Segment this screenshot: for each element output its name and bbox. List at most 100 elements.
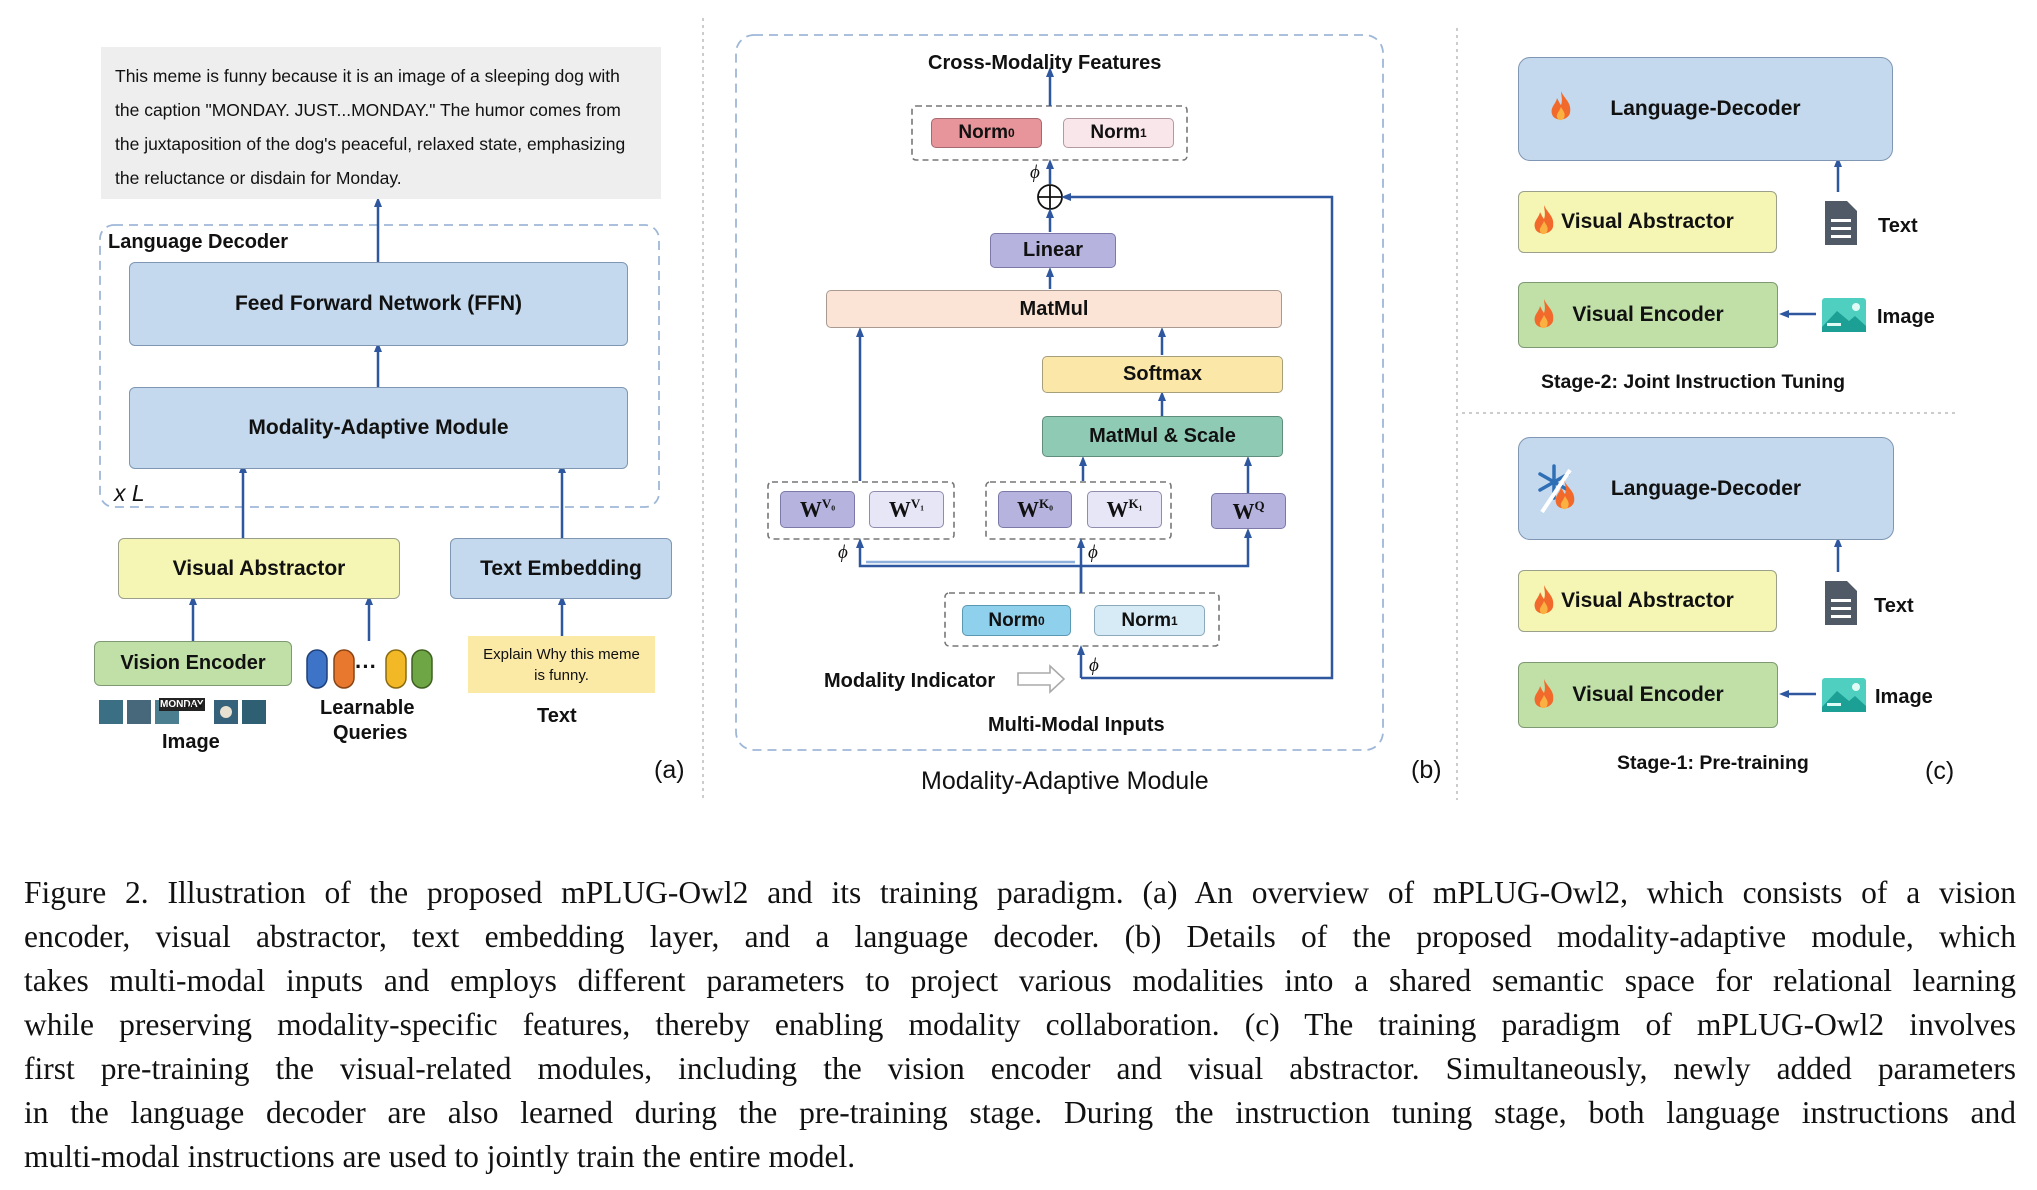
phi-k: ϕ <box>1088 542 1098 563</box>
image-thumb-dog <box>220 706 232 718</box>
image-label: Image <box>162 731 220 753</box>
panel-c-tag: (c) <box>1925 757 1955 785</box>
instruction-text: Explain Why this meme is funny. <box>483 645 640 684</box>
document-icon <box>1822 198 1860 248</box>
s2-image-label: Image <box>1877 306 1935 328</box>
s1-image-label: Image <box>1875 686 1933 708</box>
wq-block: WQ <box>1211 493 1286 529</box>
arrow-norm-to-wv <box>856 538 1083 593</box>
modality-indicator-arrow <box>1017 664 1066 694</box>
linear-block: Linear <box>990 233 1116 268</box>
query-token-green <box>411 649 433 689</box>
fire-icon <box>1545 87 1577 127</box>
caption-line: multi-modal instructions are used to joi… <box>24 1139 856 1174</box>
mam-title: Modality-Adaptive Module <box>921 767 1209 795</box>
caption-line: takes multi-modal inputs and employs dif… <box>24 963 2016 998</box>
input-norm1-sub: 1 <box>1170 613 1178 628</box>
learnable-queries-label-1: Learnable <box>320 697 415 719</box>
image-thumb-5 <box>242 700 266 724</box>
text-label: Text <box>537 705 577 727</box>
image-thumb-2 <box>127 700 151 724</box>
phi-input: ϕ <box>1089 655 1099 676</box>
instruction-text-box: Explain Why this meme is funny. <box>468 636 655 693</box>
panel-a-tag: (a) <box>654 756 685 784</box>
phi-v: ϕ <box>838 542 848 563</box>
caption-line: encoder, visual abstractor, text embeddi… <box>24 919 2016 954</box>
matmul-label: MatMul <box>1019 297 1089 320</box>
query-token-orange <box>333 649 355 689</box>
fire-icon <box>1528 201 1560 241</box>
meme-explanation: This meme is funny because it is an imag… <box>101 47 661 199</box>
text-embedding-block: Text Embedding <box>450 538 672 599</box>
s2-decoder-block: Language-Decoder <box>1518 57 1893 161</box>
fire-icon <box>1528 295 1560 335</box>
s2-abstractor-block: Visual Abstractor <box>1518 191 1777 253</box>
s1-decoder-block: Language-Decoder <box>1518 437 1894 540</box>
s1-decoder-label: Language-Decoder <box>1610 476 1802 500</box>
wk-group <box>985 481 1172 540</box>
query-token-blue <box>306 649 328 689</box>
arrow-norm-to-wq <box>1081 528 1252 568</box>
repeat-label: x L <box>114 480 145 506</box>
modality-indicator-label: Modality Indicator <box>824 670 996 692</box>
wk0-label: WK₀ <box>1016 496 1053 522</box>
monday-thumb-text: MONDAY <box>159 698 205 711</box>
wv1-block: WV₁ <box>869 491 944 528</box>
visual-abstractor-block: Visual Abstractor <box>118 538 400 599</box>
s1-text-label: Text <box>1874 595 1914 617</box>
linear-label: Linear <box>1022 239 1084 261</box>
s1-encoder-label: Visual Encoder <box>1572 683 1724 706</box>
s1-abstractor-block: Visual Abstractor <box>1518 570 1777 632</box>
learnable-queries-label-2: Queries <box>333 722 408 744</box>
panel-b-tag: (b) <box>1411 756 1442 784</box>
s1-abstractor-label: Visual Abstractor <box>1561 589 1734 612</box>
input-norm0-label: Norm <box>988 609 1038 631</box>
language-decoder-label: Language Decoder <box>108 231 289 253</box>
wv1-label: WV₁ <box>888 496 925 522</box>
document-icon <box>1822 578 1860 628</box>
output-norm1-sub: 1 <box>1139 126 1147 140</box>
caption-line: first pre-training the visual-related mo… <box>24 1051 2016 1086</box>
s1-encoder-block: Visual Encoder <box>1518 662 1778 728</box>
fire-icon <box>1528 581 1560 621</box>
wk1-block: WK₁ <box>1087 491 1162 528</box>
matmul-block: MatMul <box>826 290 1282 328</box>
snowflake-fire-icon <box>1536 462 1586 516</box>
softmax-block: Softmax <box>1042 356 1283 393</box>
ffn-block: Feed Forward Network (FFN) <box>129 262 628 346</box>
s2-encoder-block: Visual Encoder <box>1518 282 1778 348</box>
input-norm1-label: Norm <box>1121 609 1171 631</box>
s2-abstractor-label: Visual Abstractor <box>1561 210 1734 233</box>
multimodal-inputs-label: Multi-Modal Inputs <box>988 714 1165 736</box>
figure-canvas <box>99 18 1955 800</box>
input-norm0-sub: 0 <box>1037 613 1045 628</box>
mam-label: Modality-Adaptive Module <box>248 416 509 439</box>
s2-decoder-label: Language-Decoder <box>1610 97 1801 120</box>
s2-text-label: Text <box>1878 215 1918 237</box>
wk1-label: WK₁ <box>1106 496 1143 522</box>
wk0-block: WK₀ <box>998 491 1072 528</box>
mam-block: Modality-Adaptive Module <box>129 387 628 469</box>
fire-icon <box>1555 480 1575 509</box>
text-embedding-label: Text Embedding <box>480 556 642 580</box>
image-thumb-1 <box>99 700 123 724</box>
image-ellipsis: ··· <box>184 696 204 718</box>
fire-icon <box>1528 675 1560 715</box>
figure-caption: Figure 2. Illustration of the proposed m… <box>24 871 2016 1179</box>
s1-title: Stage-1: Pre-training <box>1617 752 1809 774</box>
matmul-scale-block: MatMul & Scale <box>1042 416 1283 457</box>
phi-output: ϕ <box>1030 162 1040 183</box>
output-norm0-sub: 0 <box>1007 126 1015 140</box>
wv0-label: WV₀ <box>799 496 836 522</box>
matmul-scale-label: MatMul & Scale <box>1089 425 1236 447</box>
residual-connection <box>1061 193 1334 680</box>
image-icon <box>1820 296 1868 334</box>
query-ellipsis: ··· <box>355 654 377 679</box>
language-decoder-frame <box>99 224 660 508</box>
caption-line: in the language decoder are also learned… <box>24 1095 2016 1130</box>
softmax-label: Softmax <box>1123 363 1202 385</box>
visual-abstractor-label: Visual Abstractor <box>172 556 346 580</box>
